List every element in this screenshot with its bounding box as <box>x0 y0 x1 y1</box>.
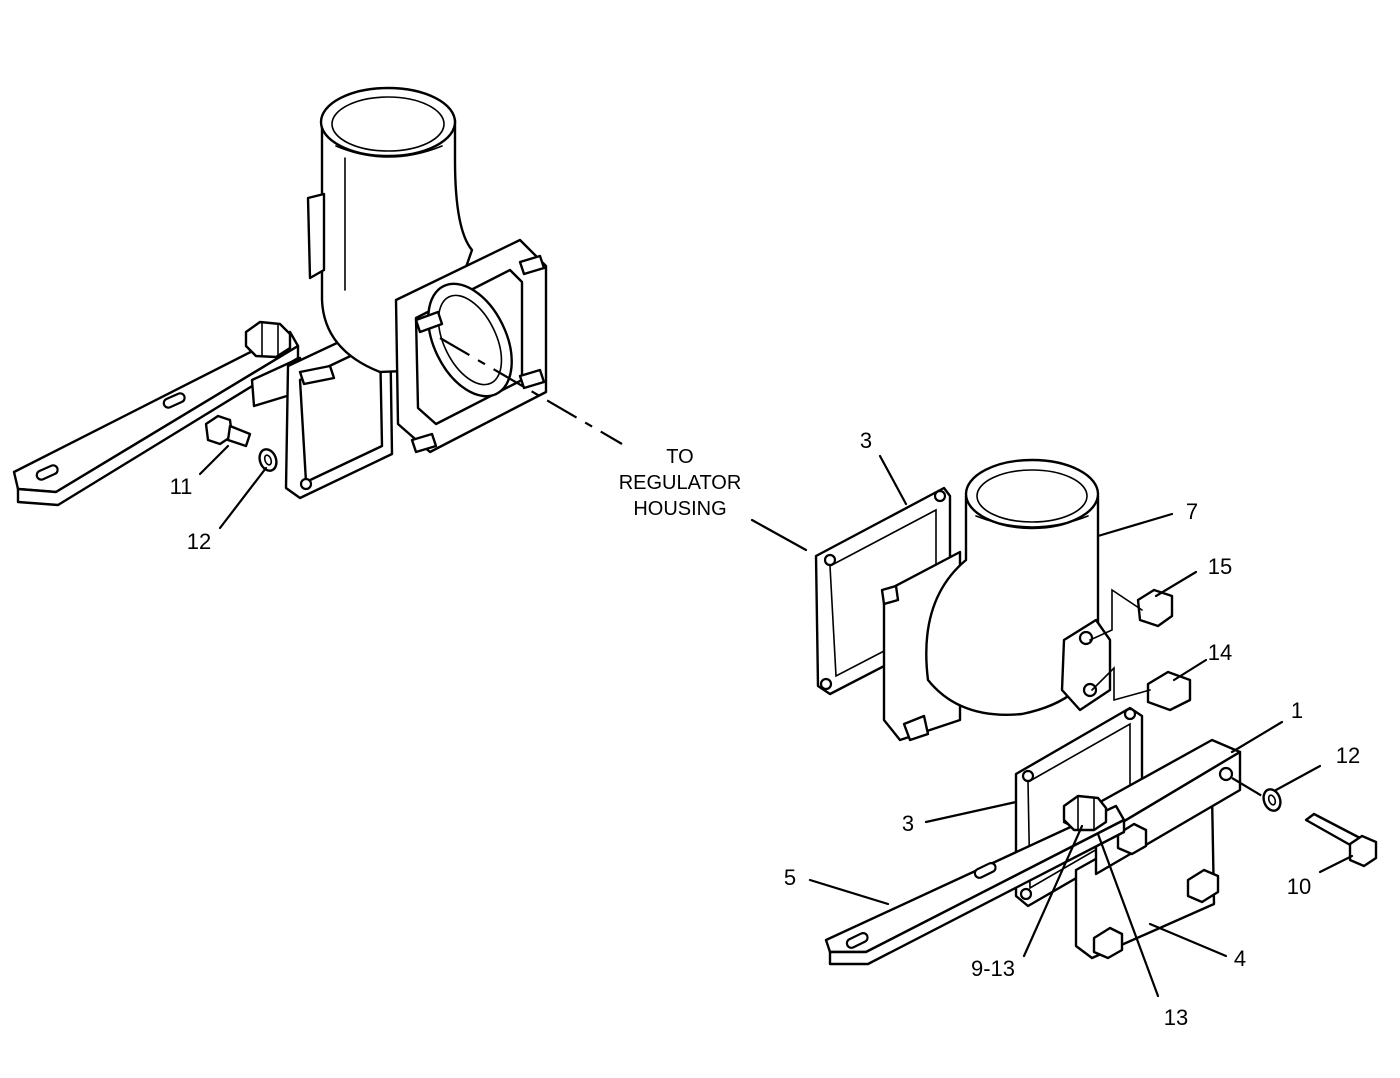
note-line-2: REGULATOR <box>619 472 742 494</box>
callout-7: 7 <box>1186 499 1198 524</box>
callout-12-left: 12 <box>187 529 211 554</box>
ear-link-14 <box>1091 666 1151 702</box>
callout-3-mid: 3 <box>902 811 914 836</box>
right-bolt-10 <box>1304 812 1378 868</box>
left-bracket-bolt <box>244 320 292 359</box>
left-bolt-11 <box>204 414 252 448</box>
right-fitting-14 <box>1146 670 1192 712</box>
right-plate-4 <box>1074 792 1220 960</box>
leader-lines <box>198 444 1354 998</box>
callout-labels: 11 12 3 7 15 14 1 12 3 10 5 9-13 4 13 <box>170 428 1361 1030</box>
left-front-flange <box>394 238 548 454</box>
right-assembly <box>814 458 1378 966</box>
ear-link-15 <box>1089 588 1143 641</box>
callout-12-right: 12 <box>1336 743 1360 768</box>
callout-15: 15 <box>1208 554 1232 579</box>
note-line-3: HOUSING <box>633 498 726 520</box>
callout-3-top: 3 <box>860 428 872 453</box>
note-line-1: TO <box>666 446 693 468</box>
right-elbow-pipe-7 <box>880 458 1112 742</box>
callout-13: 13 <box>1164 1005 1188 1030</box>
right-explode-line <box>1231 777 1263 797</box>
right-plug-15 <box>1136 588 1174 628</box>
right-bracket-arm-5 <box>824 804 1126 966</box>
callout-5: 5 <box>784 865 796 890</box>
left-explode-line <box>439 337 623 445</box>
callout-9-13: 9-13 <box>971 956 1015 981</box>
callout-10: 10 <box>1287 874 1311 899</box>
callout-14: 14 <box>1208 640 1232 665</box>
left-assembly <box>12 86 623 507</box>
callout-11: 11 <box>170 474 193 499</box>
right-washer-12 <box>1262 788 1282 812</box>
left-washer-12 <box>258 448 278 472</box>
callout-1: 1 <box>1291 698 1303 723</box>
right-bracket-bolt-9 <box>1062 794 1108 832</box>
callout-4: 4 <box>1234 946 1246 971</box>
note-to-regulator-housing: TO REGULATOR HOUSING <box>619 446 742 520</box>
